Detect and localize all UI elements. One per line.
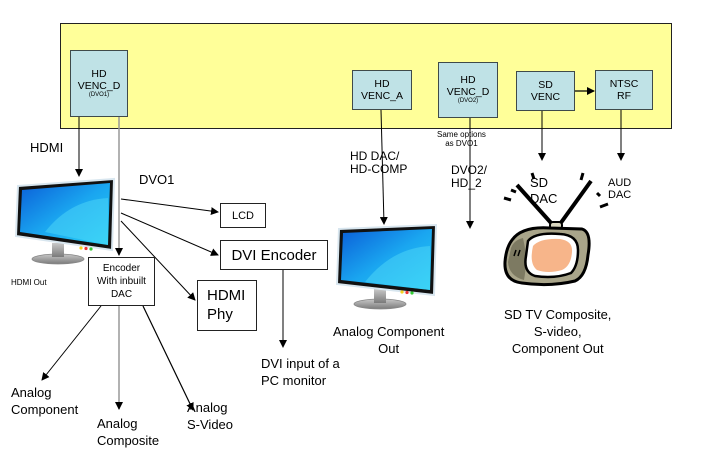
block-line2: RF xyxy=(617,90,631,102)
dvi-encoder-arrow xyxy=(120,212,219,256)
analog-component-out-label: Analog Component Out xyxy=(333,324,445,356)
analog-composite-label: Analog Composite xyxy=(97,416,160,448)
monitor-analog-icon xyxy=(335,223,438,310)
hd-venc-d-dvo1-block: HD VENC_D (DVO1) xyxy=(70,50,128,117)
hd-venc-d-dvo2-block: HD VENC_D (DVO2) xyxy=(438,62,498,118)
analog-svideo-label: Analog S-Video xyxy=(187,400,234,432)
hd-venc-a-block: HD VENC_A xyxy=(352,70,412,110)
monitor-hdmi-icon xyxy=(14,177,116,265)
sd-venc-block: SD VENC xyxy=(516,71,575,111)
block-line2: VENC_D xyxy=(446,86,490,99)
dvi-encoder-box: DVI Encoder xyxy=(220,240,328,270)
hdmi-label: HDMI xyxy=(30,140,64,155)
hd-dac-label: HD DAC/ HD-COMP xyxy=(350,149,408,177)
aud-dac-label: AUD DAC xyxy=(608,177,632,202)
block-line2: VENC xyxy=(530,91,561,103)
component-arrow xyxy=(41,305,102,381)
block-line1: HD xyxy=(460,74,476,87)
block-line2: VENC_D xyxy=(77,79,121,92)
svideo-arrow xyxy=(142,305,194,411)
encoder-dac-box: Encoder With inbuilt DAC xyxy=(88,257,155,306)
lcd-arrow xyxy=(120,198,219,216)
same-options-label: Same options as DVO1 xyxy=(437,130,486,148)
block-line1: HD xyxy=(91,67,107,80)
sd-dac-label: SD DAC xyxy=(530,175,558,206)
dvo1-label: DVO1 xyxy=(139,172,175,187)
dvi-input-label: DVI input of a PC monitor xyxy=(261,356,340,388)
block-line1: HD xyxy=(374,77,390,90)
block-line2: VENC_A xyxy=(360,90,403,102)
sd-tv-out-label: SD TV Composite, S-video, Component Out xyxy=(504,307,612,356)
dvo2-label: DVO2/ HD_2 xyxy=(451,163,488,191)
crt-tv-icon xyxy=(503,172,609,287)
hdmi-phy-arrow xyxy=(120,220,196,301)
block-sub: (DVO2) xyxy=(457,98,479,105)
block-sub: (DVO1) xyxy=(88,91,110,98)
lcd-box: LCD xyxy=(220,203,266,228)
block-line1: NTSC xyxy=(609,77,639,90)
block-line1: SD xyxy=(538,78,553,91)
ntsc-rf-block: NTSC RF xyxy=(595,70,653,110)
hdmi-phy-box: HDMI Phy xyxy=(197,280,257,331)
venc-a-arrow xyxy=(379,109,388,225)
hdmi-out-label: HDMI Out xyxy=(11,278,47,287)
analog-component-label: Analog Component xyxy=(11,385,79,417)
